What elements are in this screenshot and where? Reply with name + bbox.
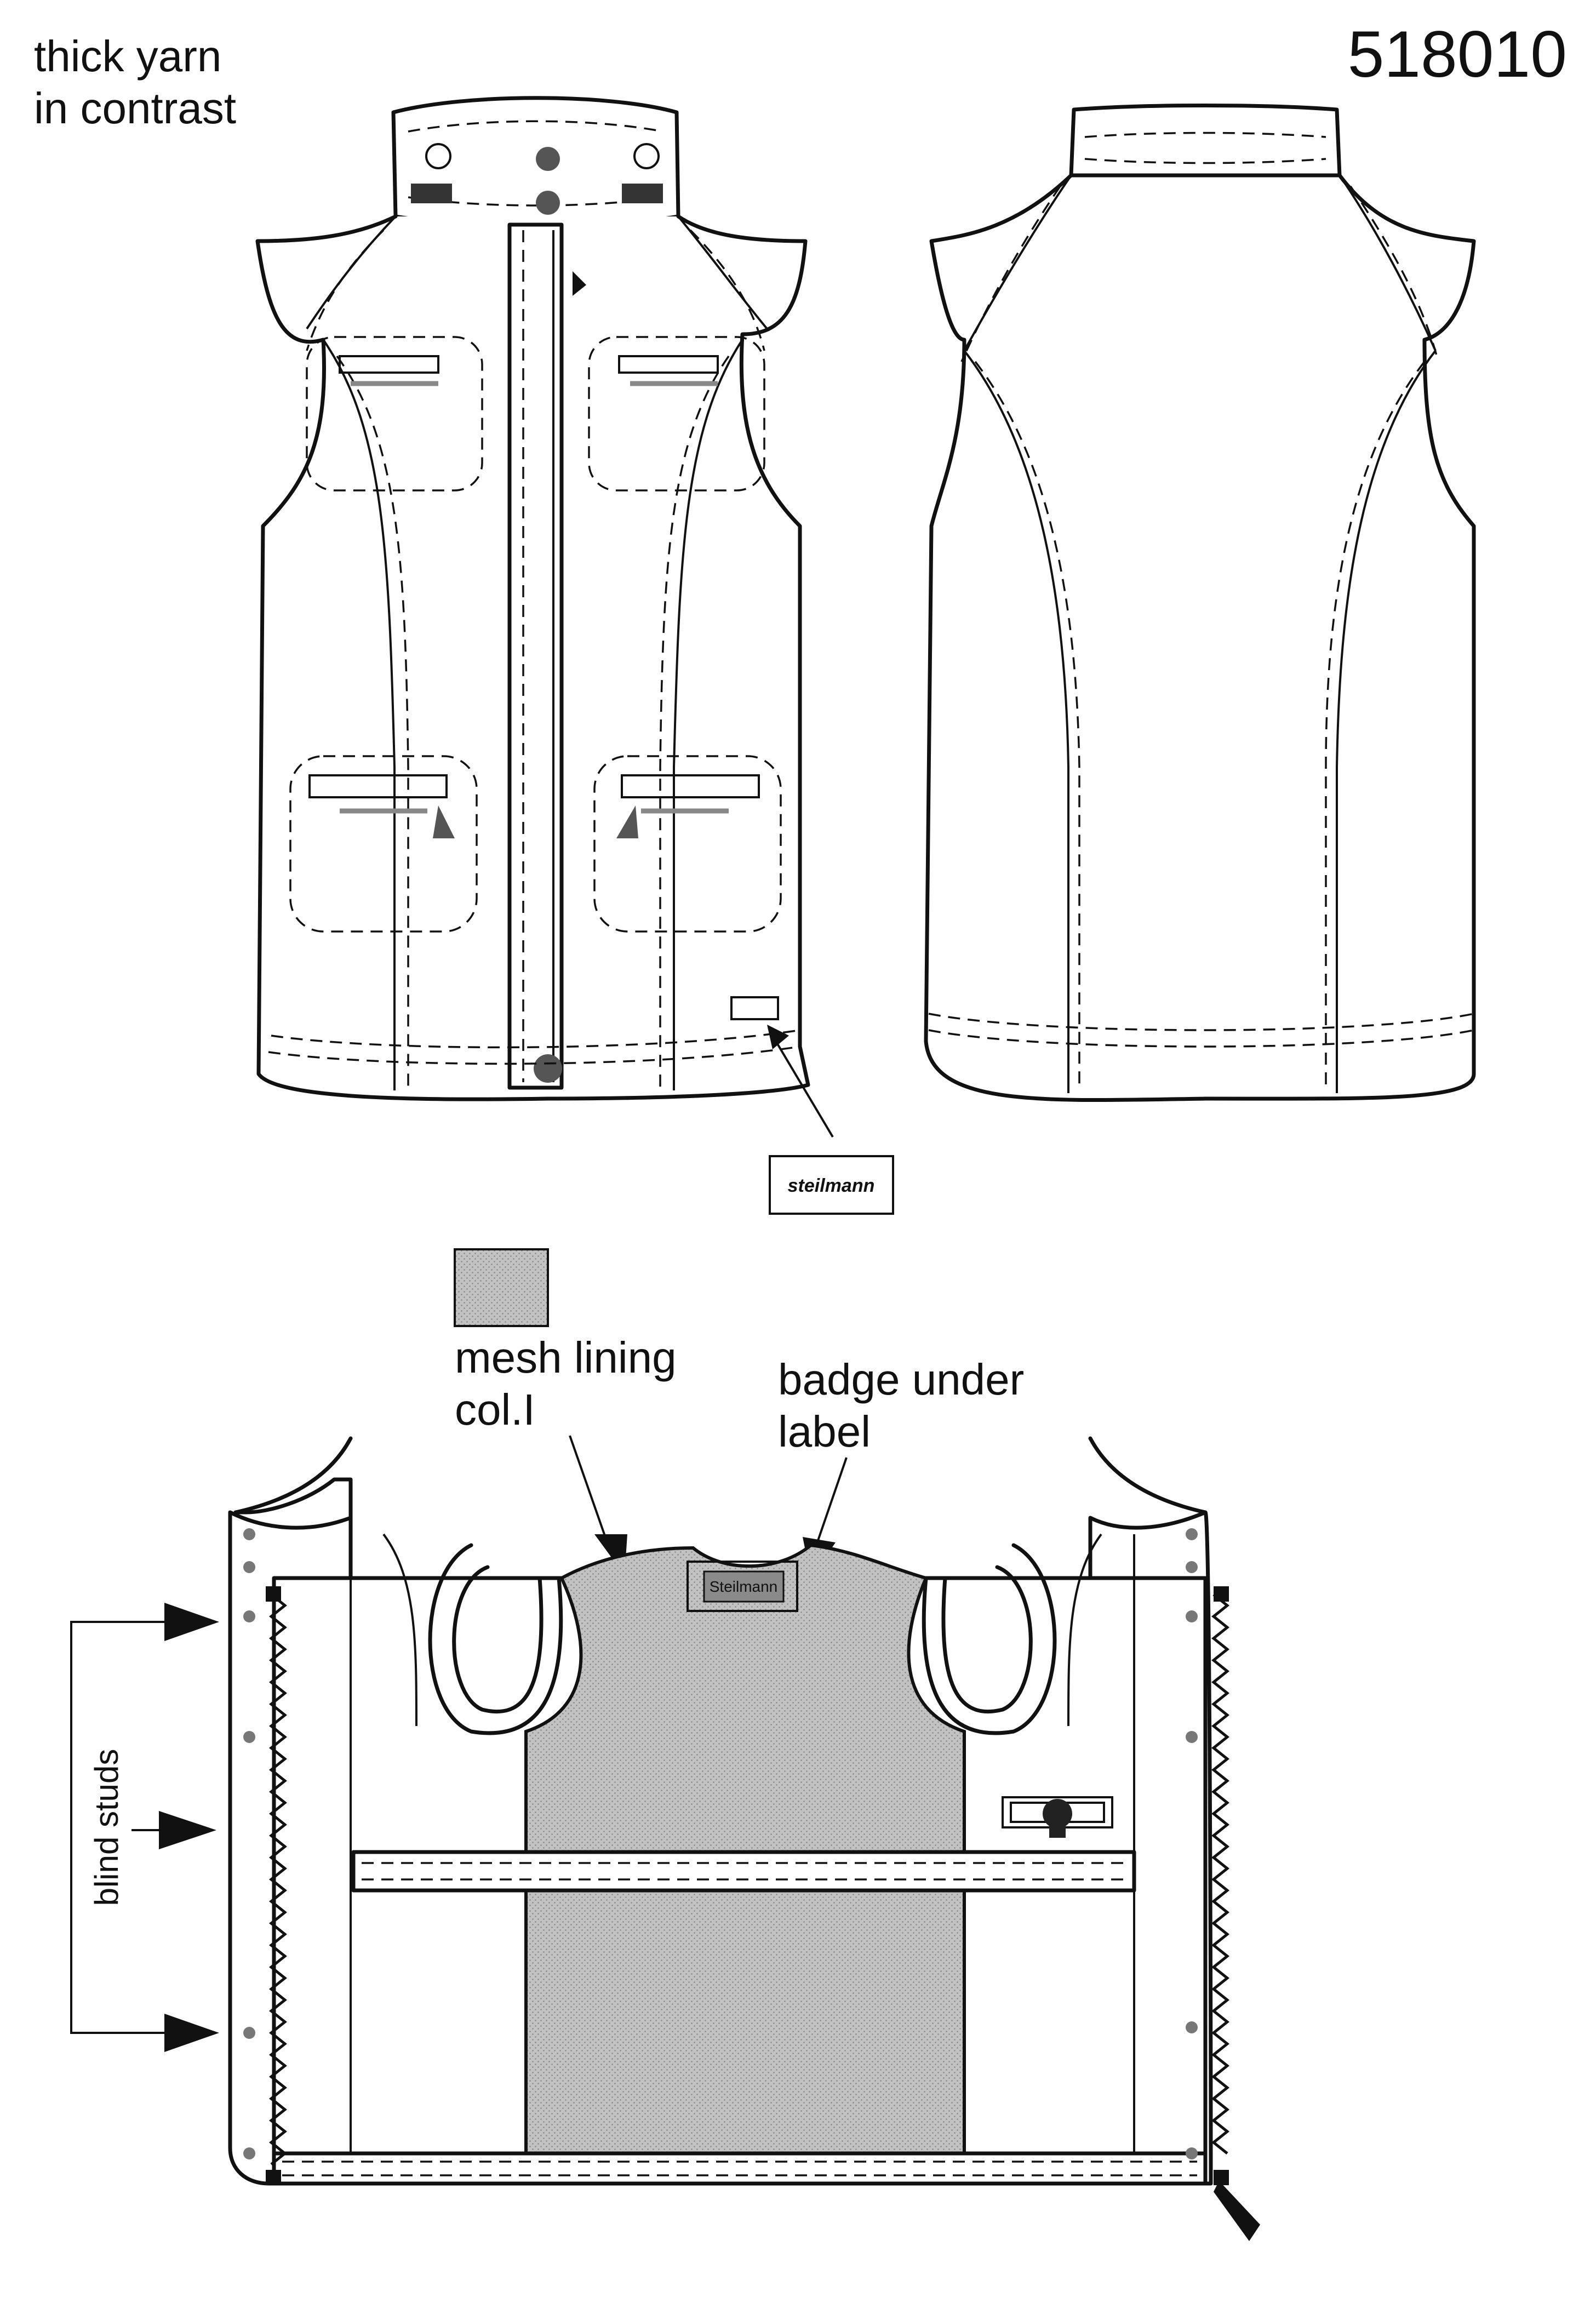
mesh-lining-label-line1: mesh lining	[455, 1333, 677, 1382]
mesh-lining-panel	[524, 1543, 966, 2155]
contrast-yarn-note-line2: in contrast	[34, 84, 236, 133]
vest-front-view	[255, 96, 834, 1138]
stud-arrow-bottom	[164, 2014, 219, 2052]
hangtag-brand: steilmann	[788, 1175, 875, 1196]
blind-studs-callout: blind studs	[70, 1603, 219, 2052]
mesh-swatch	[454, 1248, 549, 1327]
stud-arrow-top	[164, 1603, 219, 1641]
badge-brand-text: Steilmann	[710, 1578, 778, 1595]
vest-inside-view: Steilmann	[228, 1436, 1260, 2241]
contrast-yarn-note-line1: thick yarn	[34, 32, 221, 81]
blind-studs-label: blind studs	[88, 1749, 125, 1906]
stud-arrow-middle	[159, 1811, 216, 1849]
badge-label-line1: badge under	[778, 1355, 1024, 1404]
badge-label-line2: label	[778, 1407, 871, 1456]
mesh-lining-label-line2: col.I	[455, 1385, 535, 1434]
style-number: 518010	[1348, 18, 1567, 91]
hangtag: steilmann	[769, 1155, 894, 1215]
vest-back-view	[924, 104, 1476, 1102]
